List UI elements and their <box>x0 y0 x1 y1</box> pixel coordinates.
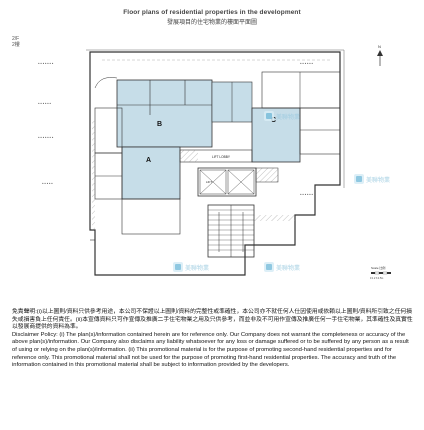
lift-label: LIFT <box>206 180 212 184</box>
svg-text:● ● ● ● ● ●: ● ● ● ● ● ● <box>300 62 313 65</box>
unit-a-label: A <box>146 157 151 164</box>
page-title-en: Floor plans of residential properties in… <box>123 9 301 16</box>
watermark: 美聯物業 美聯物業 美聯物業 美聯物業 <box>173 111 390 272</box>
north-arrow-icon: N <box>377 44 383 66</box>
scale-label: Scale 比例 <box>371 265 385 270</box>
floor-label: 2/F 2樓 <box>12 36 20 48</box>
svg-text:● ● ● ● ● ● ●: ● ● ● ● ● ● ● <box>38 62 54 65</box>
svg-text:● ● ● ● ●: ● ● ● ● ● <box>42 182 53 185</box>
floor-label-en: 2/F <box>12 36 20 42</box>
page-header: Floor plans of residential properties in… <box>0 9 424 26</box>
unit-c-label: C <box>271 117 276 124</box>
disclaimer: 免責聲明:(i)以上圖則/資料只供參考用途，本公司不保證以上圖則/資料的完整性或… <box>12 309 414 370</box>
floor-label-zh: 2樓 <box>12 42 20 48</box>
svg-text:● ● ● ● ● ● ●: ● ● ● ● ● ● ● <box>38 136 54 139</box>
svg-text:美聯物業: 美聯物業 <box>276 264 300 272</box>
svg-text:美聯物業: 美聯物業 <box>185 264 209 272</box>
svg-text:美聯物業: 美聯物業 <box>366 176 390 184</box>
north-label: N <box>378 44 381 49</box>
disclaimer-en: Disclaimer Policy: (i) The plan(s)/infor… <box>12 331 409 369</box>
svg-text:● ● ● ● ● ●: ● ● ● ● ● ● <box>300 193 313 196</box>
unit-b <box>116 79 253 148</box>
unit-b-label: B <box>157 121 162 128</box>
scale-marks: 0 1 2 3 4 5m <box>370 277 383 280</box>
floor-plan: ● ● ● ● ● ● ● ● ● ● ● ● ● ● ● ● ● ● ● ● … <box>38 44 391 280</box>
lift-lobby-label: LIFT LOBBY <box>212 155 231 159</box>
lift-lobby <box>179 149 279 197</box>
svg-text:美聯物業: 美聯物業 <box>276 113 300 121</box>
disclaimer-zh: 免責聲明:(i)以上圖則/資料只供參考用途，本公司不保證以上圖則/資料的完整性或… <box>12 309 413 331</box>
svg-text:● ● ● ● ● ●: ● ● ● ● ● ● <box>38 102 51 105</box>
unit-c <box>251 71 341 163</box>
scale-bar: Scale 比例 0 1 2 3 4 5m <box>370 265 391 280</box>
page-title-zh: 發展項目的住宅物業的樓面平面圖 <box>166 20 257 26</box>
staircase <box>207 204 255 258</box>
